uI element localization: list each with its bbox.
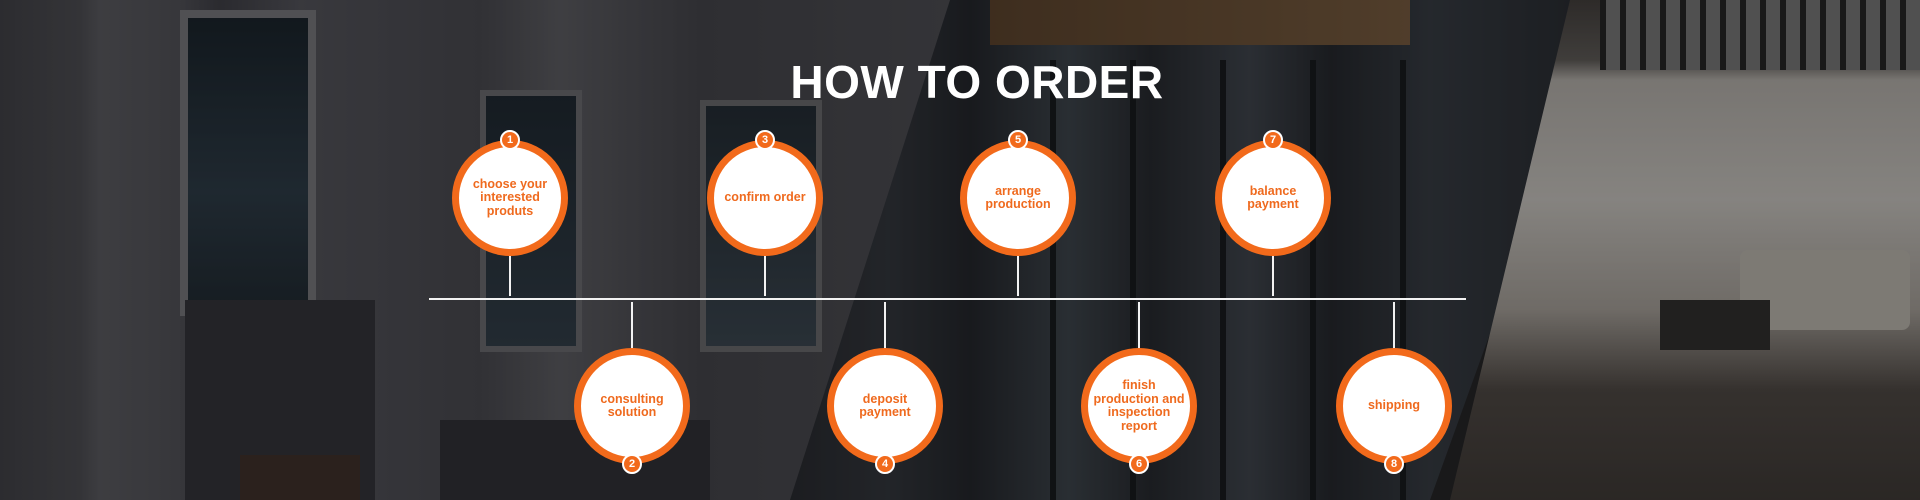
step-connector — [884, 302, 886, 352]
step-circle-consulting-solution[interactable]: consulting solution — [574, 348, 690, 464]
step-number-badge: 2 — [622, 454, 642, 474]
timeline-line — [429, 298, 1466, 300]
step-label: confirm order — [724, 190, 806, 205]
background-photo-building — [0, 0, 1000, 500]
step-number-badge: 1 — [500, 130, 520, 150]
step-8: shipping 8 — [1336, 302, 1452, 474]
step-number-badge: 5 — [1008, 130, 1028, 150]
page-title: HOW TO ORDER — [790, 56, 1164, 108]
step-number-badge: 7 — [1263, 130, 1283, 150]
step-label: finish production and inspection report — [1093, 378, 1185, 433]
step-connector — [509, 252, 511, 296]
step-connector — [1017, 252, 1019, 296]
step-connector — [1393, 302, 1395, 352]
step-label: shipping — [1367, 398, 1421, 413]
background-photo-storefront — [790, 0, 1610, 500]
step-label: arrange production — [985, 183, 1051, 211]
step-label: choose your interested produts — [472, 176, 548, 218]
step-6: finish production and inspection report … — [1081, 302, 1197, 474]
step-label: consulting solution — [600, 391, 664, 419]
step-connector — [1272, 252, 1274, 296]
step-2: consulting solution 2 — [574, 302, 690, 474]
step-circle-balance-payment[interactable]: balance payment — [1215, 140, 1331, 256]
step-number-badge: 3 — [755, 130, 775, 150]
step-5: arrange production 5 — [960, 130, 1076, 296]
step-connector — [631, 302, 633, 352]
step-1: choose your interested produts 1 — [452, 130, 568, 296]
step-7: balance payment 7 — [1215, 130, 1331, 296]
step-circle-deposit-payment[interactable]: deposit payment — [827, 348, 943, 464]
step-connector — [1138, 302, 1140, 352]
step-number-badge: 4 — [875, 454, 895, 474]
step-circle-arrange-production[interactable]: arrange production — [960, 140, 1076, 256]
step-circle-confirm-order[interactable]: confirm order — [707, 140, 823, 256]
step-number-badge: 6 — [1129, 454, 1149, 474]
step-label: balance payment — [1247, 183, 1299, 211]
step-4: deposit payment 4 — [827, 302, 943, 474]
step-3: confirm order 3 — [707, 130, 823, 296]
step-connector — [764, 252, 766, 296]
step-circle-shipping[interactable]: shipping — [1336, 348, 1452, 464]
step-label: deposit payment — [859, 391, 911, 419]
step-circle-finish-production[interactable]: finish production and inspection report — [1081, 348, 1197, 464]
step-number-badge: 8 — [1384, 454, 1404, 474]
step-circle-choose-products[interactable]: choose your interested produts — [452, 140, 568, 256]
